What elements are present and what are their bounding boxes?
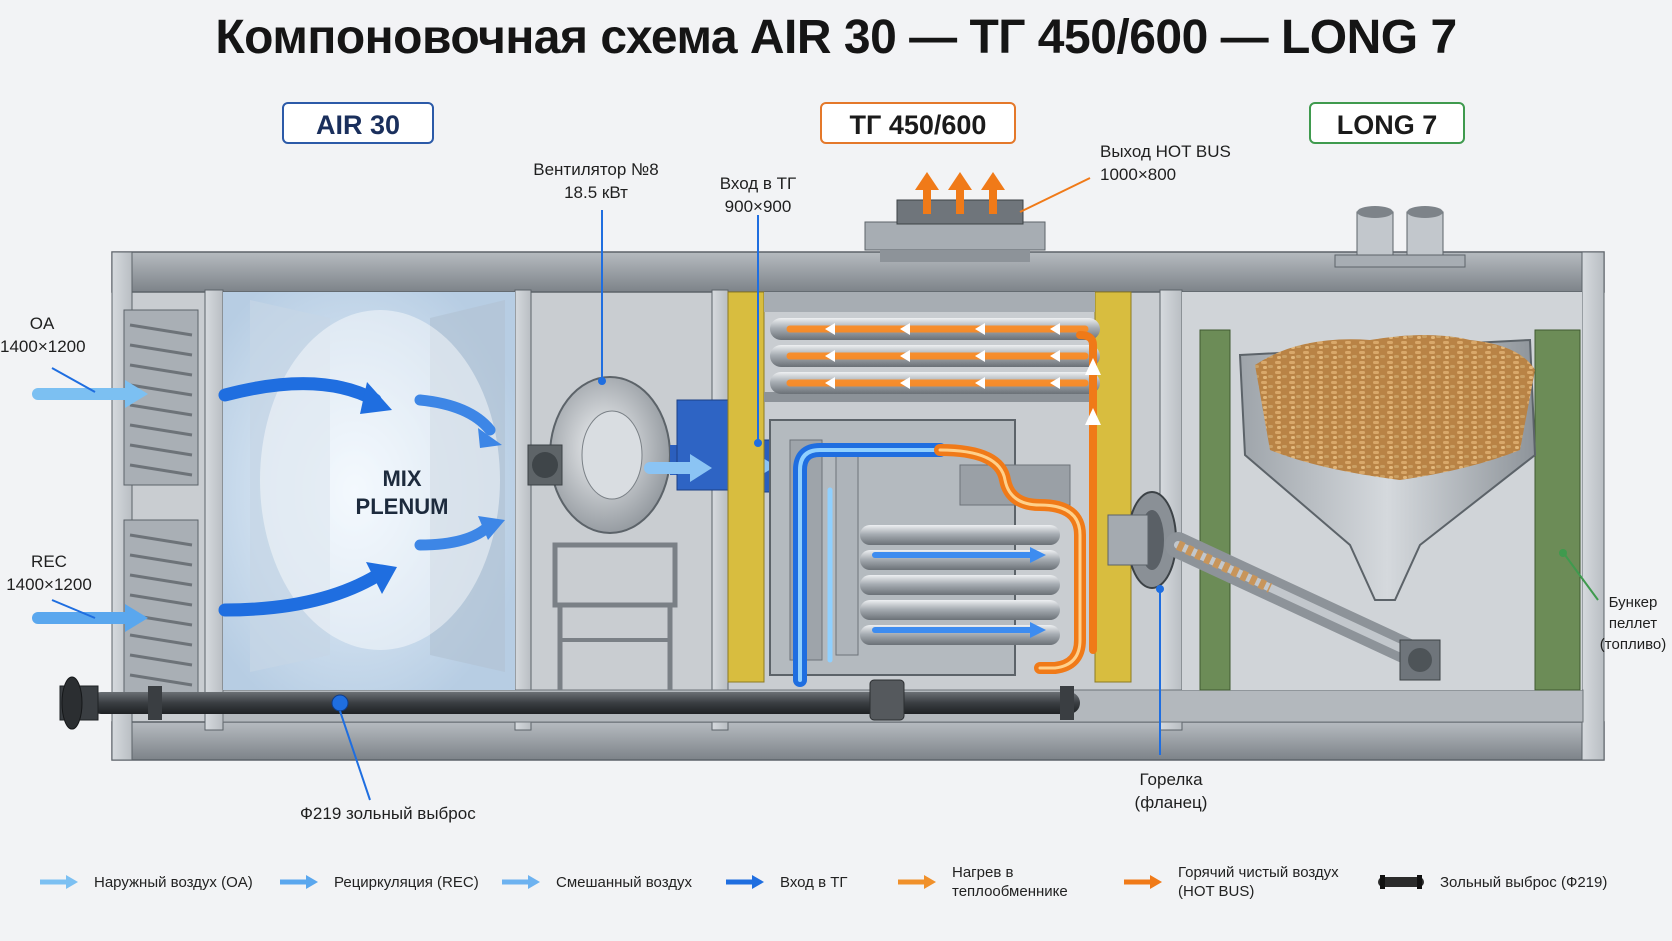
rec-label-size: 1400×1200 bbox=[6, 575, 92, 594]
rec-arrow bbox=[32, 604, 148, 632]
legend-arrow-icon bbox=[40, 875, 78, 889]
legend-arrow-icon bbox=[898, 875, 936, 889]
upper-tube-bundle bbox=[770, 318, 1100, 394]
section-label-air30: AIR 30 bbox=[282, 102, 434, 144]
section-label-tg450: ТГ 450/600 bbox=[820, 102, 1016, 144]
legend-label: Горячий чистый воздух (HOT BUS) bbox=[1178, 864, 1339, 900]
bunker-line2: пеллет bbox=[1608, 615, 1658, 632]
mix-plenum-label: MIX PLENUM bbox=[332, 465, 472, 521]
section-label-long7: LONG 7 bbox=[1309, 102, 1465, 144]
legend-arrow-icon bbox=[1124, 875, 1162, 889]
legend-item-ash: Зольный выброс (Ф219) bbox=[1376, 862, 1607, 902]
legend-arrow-icon bbox=[502, 875, 540, 889]
burner-label: Горелка (фланец) bbox=[1116, 768, 1226, 814]
mix-flow-arrows bbox=[218, 377, 505, 617]
legend-item-tg-inlet: Вход в ТГ bbox=[724, 862, 848, 902]
hot-bus-line2: 1000×800 bbox=[1100, 165, 1177, 184]
page-title: Компоновочная схема AIR 30 — ТГ 450/600 … bbox=[215, 11, 1457, 64]
mix-label-line1: MIX bbox=[382, 466, 422, 491]
tg-inlet-line2: 900×900 bbox=[724, 197, 792, 216]
hot-bus-line1: Выход HOT BUS bbox=[1100, 142, 1231, 161]
oa-label: OA 1400×1200 bbox=[0, 312, 86, 358]
hot-bus-outlet bbox=[864, 199, 1046, 262]
ash-pipe-label: Ф219 зольный выброс bbox=[300, 804, 476, 823]
legend-pipe-icon bbox=[1378, 875, 1424, 889]
pellet-bunker bbox=[1182, 206, 1582, 691]
ash-pipe bbox=[59, 676, 1080, 730]
oa-label-name: OA bbox=[29, 314, 55, 333]
legend-label: Вход в ТГ bbox=[780, 873, 848, 891]
oa-arrow bbox=[32, 380, 148, 408]
tg-inlet-label: Вход в ТГ 900×900 bbox=[698, 172, 818, 218]
legend-label: Нагрев в теплообменнике bbox=[952, 864, 1068, 900]
bunker-line1: Бункер bbox=[1608, 594, 1658, 611]
burner-flange bbox=[1107, 491, 1177, 589]
legend-item-heating: Нагрев в теплообменнике bbox=[896, 862, 1068, 902]
screw-auger bbox=[1165, 532, 1441, 681]
legend-arrow-icon bbox=[280, 875, 318, 889]
rec-label: REC 1400×1200 bbox=[0, 550, 98, 596]
fan-label: Вентилятор №8 18.5 кВт bbox=[516, 158, 676, 204]
lower-tube-bundle bbox=[860, 525, 1060, 645]
burner-line2: (фланец) bbox=[1134, 793, 1208, 812]
leader-lines bbox=[51, 177, 1599, 801]
legend-item-oa: Наружный воздух (OA) bbox=[38, 862, 253, 902]
legend-label: Рециркуляция (REC) bbox=[334, 873, 479, 891]
rec-louver bbox=[123, 519, 199, 696]
legend-label: Зольный выброс (Ф219) bbox=[1440, 873, 1608, 891]
bunker-line3: (топливо) bbox=[1599, 636, 1667, 653]
legend-label: Наружный воздух (OA) bbox=[94, 873, 253, 891]
fan-label-line2: 18.5 кВт bbox=[564, 183, 628, 202]
tg-air-path bbox=[793, 443, 947, 687]
legend-item-hot-bus: Горячий чистый воздух (HOT BUS) bbox=[1122, 862, 1339, 902]
rec-label-name: REC bbox=[31, 552, 67, 571]
oa-label-size: 1400×1200 bbox=[0, 337, 86, 356]
legend-label: Смешанный воздух bbox=[556, 873, 693, 891]
mix-plenum bbox=[223, 292, 515, 690]
tg-inlet-line1: Вход в ТГ bbox=[719, 174, 797, 193]
legend-arrow-icon bbox=[726, 875, 764, 889]
hot-bus-arrows bbox=[915, 172, 1005, 214]
legend-item-mixed: Смешанный воздух bbox=[500, 862, 692, 902]
tg-hot-path bbox=[934, 331, 1101, 674]
fan-label-line1: Вентилятор №8 bbox=[533, 160, 659, 179]
legend-item-rec: Рециркуляция (REC) bbox=[278, 862, 479, 902]
mix-label-line2: PLENUM bbox=[355, 494, 449, 519]
burner-line1: Горелка bbox=[1139, 770, 1203, 789]
hot-bus-label: Выход HOT BUS 1000×800 bbox=[1100, 140, 1270, 186]
bunker-label: Бункер пеллет (топливо) bbox=[1596, 592, 1670, 655]
